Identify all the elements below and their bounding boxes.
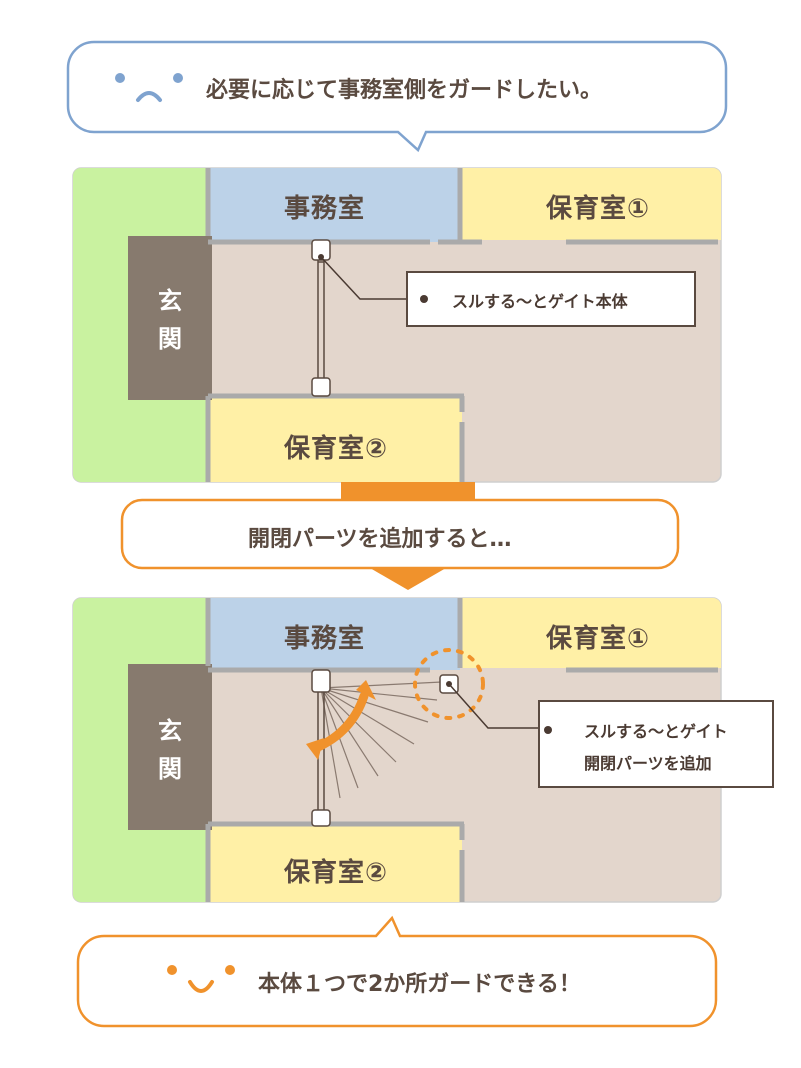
nursery2-label: 保育室②	[284, 434, 389, 464]
middle-bubble-text: 開閉パーツを追加すると…	[248, 527, 512, 552]
office-label: 事務室	[284, 194, 366, 224]
nursery2-room-bottom	[208, 824, 462, 902]
swing-arrow-head-top	[356, 680, 376, 700]
highlight-dashed-circle	[413, 648, 485, 720]
entrance-block	[128, 236, 212, 400]
nursery2-room	[208, 395, 462, 482]
open-close-callout-line1: スルする～とゲイト	[584, 722, 728, 741]
gate-mount-top-bottom	[311, 669, 331, 693]
entrance-label-1: 玄	[158, 287, 182, 315]
sad-face-icon	[115, 73, 183, 102]
happy-face-icon	[167, 965, 235, 993]
entrance-label-2: 関	[158, 325, 182, 353]
gate-body-callout: スルする～とゲイト本体	[406, 271, 696, 327]
nursery1-label: 保育室①	[546, 194, 651, 224]
open-close-callout-line2: 開閉パーツを追加	[584, 754, 712, 773]
office-label-bottom: 事務室	[284, 624, 366, 654]
swing-arrow-head-bottom	[306, 738, 324, 760]
office-room	[208, 168, 460, 242]
top-speech-bubble	[66, 40, 728, 153]
bottom-bubble-text: 本体１つで2か所ガードできる！	[258, 972, 581, 997]
nursery2-label-bottom: 保育室②	[284, 858, 389, 888]
entrance-block-bottom	[128, 664, 212, 830]
entrance-label-bottom-1: 玄	[158, 717, 182, 745]
callout-bullet-icon	[420, 295, 428, 303]
nursery1-room	[460, 168, 721, 240]
nursery1-label-bottom: 保育室①	[546, 624, 651, 654]
top-bubble-text: 必要に応じて事務室側をガードしたい。	[206, 78, 603, 103]
nursery1-room-bottom	[460, 598, 721, 668]
callout-bullet-icon-bottom	[544, 726, 552, 734]
gate-bottom-mount	[311, 377, 331, 397]
gate-body-callout-text: スルする～とゲイト本体	[452, 292, 628, 311]
office-room-bottom	[208, 598, 460, 670]
entrance-label-bottom-2: 関	[158, 755, 182, 783]
open-close-callout: スルする～とゲイト 開閉パーツを追加	[538, 700, 774, 788]
gate-mount-bottom-bottom	[311, 809, 331, 827]
